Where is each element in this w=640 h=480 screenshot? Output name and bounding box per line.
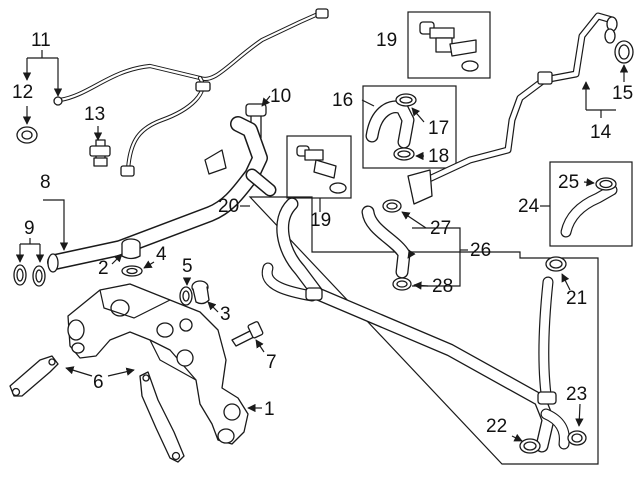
callout-28: 28 (432, 276, 453, 297)
clamp-part-18 (393, 147, 415, 161)
clamp-part-17 (395, 93, 417, 107)
callout-6: 6 (93, 372, 104, 393)
callout-2: 2 (98, 258, 109, 279)
callout-leaders (15, 50, 629, 442)
callout-numbers: 1 2 3 4 5 6 7 8 9 10 11 12 13 14 15 16 1… (12, 30, 633, 437)
callout-19-mid: 19 (310, 210, 331, 231)
callout-7: 7 (266, 352, 277, 373)
callout-13: 13 (84, 104, 105, 125)
callout-15: 15 (612, 83, 633, 104)
pipe-part-8 (47, 116, 277, 273)
bolt-part-7 (231, 321, 264, 347)
bracket-part-6a (9, 355, 59, 397)
callout-17: 17 (428, 118, 449, 139)
callout-16: 16 (332, 90, 353, 111)
box-part-24 (549, 161, 633, 247)
box-part-20-outline (248, 196, 599, 465)
callout-1: 1 (264, 399, 275, 420)
washer-part-9b (32, 265, 46, 287)
washer-part-12 (16, 126, 38, 144)
bracket-part-6b (139, 371, 185, 463)
box-part-19-mid (286, 135, 352, 199)
manifold-part-1 (67, 283, 249, 445)
box-part-16 (362, 85, 457, 169)
clamp-part-21 (545, 256, 567, 272)
callout-10: 10 (270, 86, 291, 107)
callout-8: 8 (40, 172, 51, 193)
callout-19-top: 19 (376, 30, 397, 51)
clamp-part-27 (382, 199, 402, 213)
pipe-part-14 (407, 12, 618, 205)
callout-23: 23 (566, 384, 587, 405)
callout-21: 21 (566, 288, 587, 309)
o-ring-part-25 (595, 177, 617, 191)
o-ring-part-4 (121, 265, 143, 277)
o-ring-part-15 (614, 40, 634, 64)
clamp-part-22 (519, 438, 541, 454)
callout-25: 25 (558, 172, 579, 193)
clamp-part-23 (567, 430, 587, 446)
hose-part-26 (361, 205, 411, 279)
plug-part-2 (121, 238, 141, 260)
pipe-line-part-11 (53, 8, 329, 177)
callout-20: 20 (218, 196, 239, 217)
callout-27: 27 (430, 218, 451, 239)
callout-24: 24 (518, 196, 540, 217)
box-part-19-top (407, 11, 491, 79)
fitting-part-19-top (419, 21, 479, 72)
callout-5: 5 (182, 256, 193, 277)
callout-12: 12 (12, 82, 33, 103)
hose-assembly-part-20 (261, 197, 570, 453)
callout-3: 3 (220, 304, 231, 325)
callout-26: 26 (470, 240, 491, 261)
hose-part-16 (365, 100, 415, 149)
callout-18: 18 (428, 146, 449, 167)
clamp-part-28 (392, 277, 412, 291)
callout-22: 22 (486, 416, 507, 437)
callout-14: 14 (590, 122, 612, 143)
callout-11: 11 (31, 30, 51, 51)
hose-part-24 (560, 184, 618, 238)
o-ring-part-5 (179, 286, 193, 306)
bolt-part-13 (89, 139, 111, 167)
fitting-part-19-mid (296, 145, 347, 194)
callout-4: 4 (156, 244, 167, 265)
plug-part-3 (191, 280, 210, 305)
washer-part-9a (13, 264, 27, 286)
callout-9: 9 (24, 218, 35, 239)
